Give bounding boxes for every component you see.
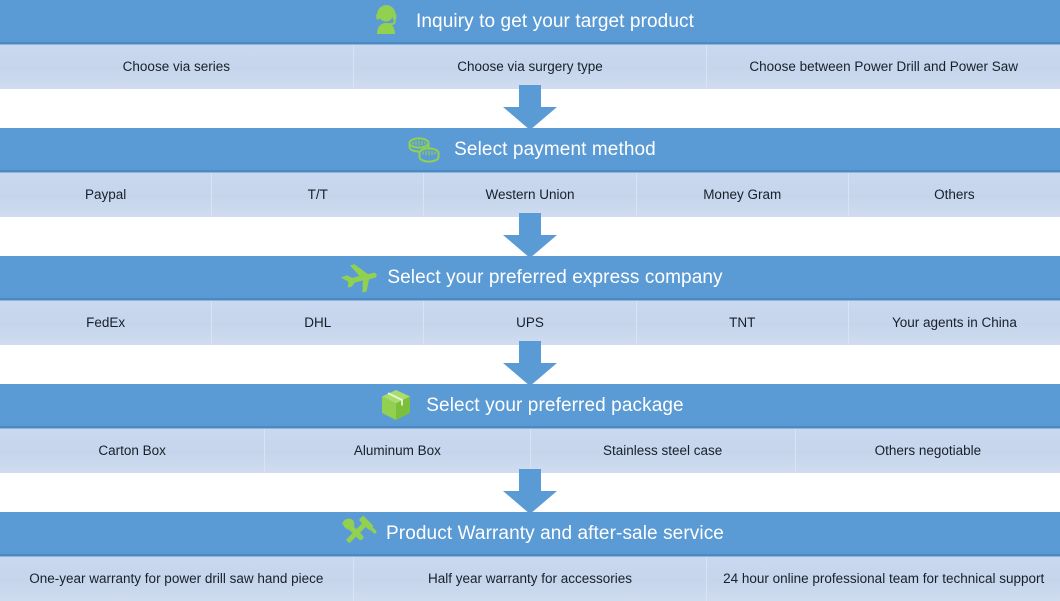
- package-box-icon: [382, 390, 411, 420]
- option-cell[interactable]: One-year warranty for power drill saw ha…: [0, 557, 354, 601]
- option-cell[interactable]: Half year warranty for accessories: [354, 557, 708, 601]
- option-cell[interactable]: Money Gram: [637, 173, 849, 217]
- connector-arrow-2: [500, 213, 560, 259]
- connector-arrow-1: [500, 85, 560, 131]
- option-cell[interactable]: Western Union: [424, 173, 637, 217]
- section-header-payment: Select payment method: [0, 128, 1060, 172]
- arrow-down-icon: [503, 469, 557, 514]
- section-title-express: Select your preferred express company: [387, 266, 723, 288]
- section-title-package: Select your preferred package: [426, 394, 684, 416]
- option-cell[interactable]: Choose via surgery type: [354, 45, 708, 89]
- option-cell[interactable]: Your agents in China: [891, 315, 1017, 331]
- option-cell[interactable]: Carton Box: [0, 429, 266, 473]
- section-payment: Select payment method Paypal T/T Western…: [0, 128, 1060, 217]
- arrow-down-icon: [503, 213, 557, 258]
- section-package: Select your preferred package Carton Box…: [0, 384, 1060, 473]
- arrow-down-icon: [503, 85, 557, 130]
- option-cell[interactable]: Choose via series: [0, 45, 354, 89]
- section-inquiry: Inquiry to get your target product Choos…: [0, 0, 1060, 89]
- option-cell[interactable]: UPS: [424, 301, 637, 345]
- option-cell[interactable]: Stainless steel case: [531, 429, 796, 473]
- section-header-express: Select your preferred express company: [0, 256, 1060, 300]
- option-row-payment: Paypal T/T Western Union Money Gram Othe…: [0, 172, 1060, 217]
- airplane-icon: [341, 264, 378, 293]
- option-cell[interactable]: TNT: [637, 301, 849, 345]
- section-header-warranty: Product Warranty and after-sale service: [0, 512, 1060, 556]
- option-cell[interactable]: Choose between Power Drill and Power Saw: [749, 59, 1018, 75]
- arrow-down-icon: [503, 341, 557, 386]
- section-title-payment: Select payment method: [454, 138, 656, 160]
- connector-arrow-3: [500, 341, 560, 387]
- option-row-warranty: One-year warranty for power drill saw ha…: [0, 556, 1060, 601]
- section-title-inquiry: Inquiry to get your target product: [416, 10, 694, 32]
- option-cell[interactable]: Paypal: [0, 173, 213, 217]
- option-cell[interactable]: T/T: [212, 173, 425, 217]
- hammer-wrench-tools-icon: [342, 516, 377, 543]
- coins-icon: [408, 137, 440, 163]
- option-cell[interactable]: 24 hour online professional team for tec…: [723, 571, 1045, 587]
- customer-service-headset-icon: [376, 5, 397, 34]
- option-row-express: FedEx DHL UPS TNT Your agents in China: [0, 300, 1060, 345]
- section-header-package: Select your preferred package: [0, 384, 1060, 428]
- option-cell[interactable]: Others: [934, 187, 975, 203]
- option-cell[interactable]: FedEx: [0, 301, 213, 345]
- option-cell[interactable]: Others negotiable: [874, 443, 982, 459]
- section-express: Select your preferred express company Fe…: [0, 256, 1060, 345]
- connector-arrow-4: [500, 469, 560, 515]
- option-cell[interactable]: DHL: [212, 301, 425, 345]
- section-title-warranty: Product Warranty and after-sale service: [386, 522, 724, 544]
- option-cell[interactable]: Aluminum Box: [265, 429, 531, 473]
- section-warranty: Product Warranty and after-sale service …: [0, 512, 1060, 601]
- option-row-package: Carton Box Aluminum Box Stainless steel …: [0, 428, 1060, 473]
- option-row-inquiry: Choose via series Choose via surgery typ…: [0, 44, 1060, 89]
- section-header-inquiry: Inquiry to get your target product: [0, 0, 1060, 44]
